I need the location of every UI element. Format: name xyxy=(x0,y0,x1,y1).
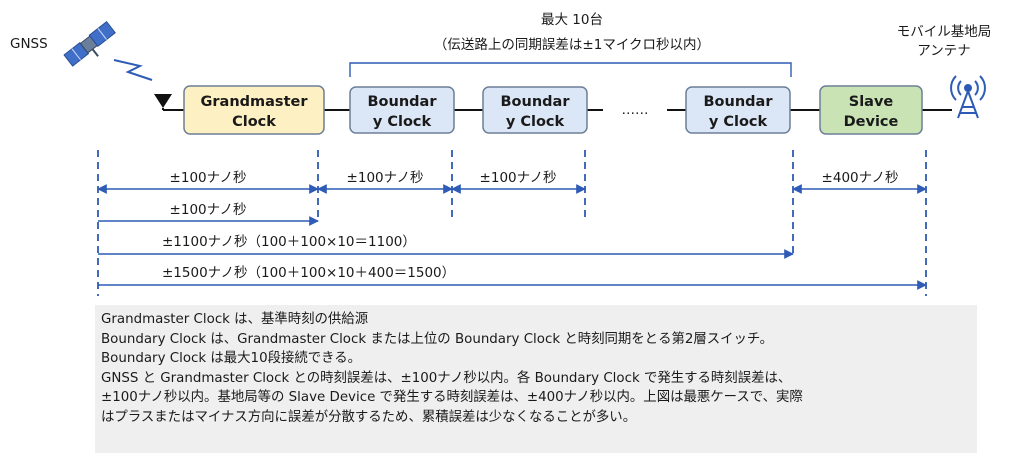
boundary-2-label-line1: Boundar xyxy=(501,94,571,110)
note-line-3: Boundary Clock は最大10段接続できる。 xyxy=(101,351,362,367)
boundary-1-label-line2: y Clock xyxy=(373,114,432,130)
antenna-label-line2: アンテナ xyxy=(917,43,970,59)
receiver-antenna-icon xyxy=(154,94,172,110)
slave-label-line2: Device xyxy=(844,114,899,130)
boundary-group-bracket xyxy=(349,62,792,77)
boundary-clock-node-2: Boundar y Clock xyxy=(482,86,588,134)
span-label-gm-bc1: ±100ナノ秒 xyxy=(347,170,424,186)
ellipsis: …… xyxy=(622,102,649,118)
slave-device-node: Slave Device xyxy=(819,85,923,135)
satellite-icon xyxy=(63,21,116,67)
note-line-1: Grandmaster Clock は、基準時刻の供給源 xyxy=(101,312,369,327)
group-title: 最大 10台 xyxy=(541,12,603,28)
ellipsis-mask xyxy=(603,100,667,118)
span-label-to-last-bc: ±1100ナノ秒（100＋100×10＝1100） xyxy=(162,234,416,250)
span-label-to-slave: ±1500ナノ秒（100＋100×10＋400＝1500） xyxy=(162,265,455,281)
boundary-2-label-line2: y Clock xyxy=(506,114,565,130)
grandmaster-label-line1: Grandmaster xyxy=(201,94,309,110)
boundary-3-label-line2: y Clock xyxy=(709,114,768,130)
network-diagram: GNSS 最大 10台 （伝送路上の同期誤差は±1マイクロ秒以内） Grandm… xyxy=(10,12,992,296)
gnss-label: GNSS xyxy=(10,36,48,52)
signal-zigzag-icon xyxy=(113,59,153,81)
boundary-3-label-line1: Boundar xyxy=(704,94,774,110)
boundary-1-label-line1: Boundar xyxy=(368,94,438,110)
span-label-gnss-gm-2: ±100ナノ秒 xyxy=(170,202,247,218)
note-line-4: GNSS と Grandmaster Clock との時刻誤差は、±100ナノ秒… xyxy=(101,370,792,386)
antenna-label-line1: モバイル基地局 xyxy=(897,23,992,40)
slave-label-line1: Slave xyxy=(849,94,894,110)
note-line-2: Boundary Clock は、Grandmaster Clock または上位… xyxy=(101,331,774,347)
note-line-6: はプラスまたはマイナス方向に誤差が分散するため、累積誤差は少なくなることが多い。 xyxy=(101,409,637,425)
span-label-bc-slave: ±400ナノ秒 xyxy=(822,170,899,186)
grandmaster-label-line2: Clock xyxy=(232,114,276,130)
explanation-box: Grandmaster Clock は、基準時刻の供給源 Boundary Cl… xyxy=(95,305,977,453)
base-station-antenna-icon xyxy=(950,75,986,119)
span-label-bc1-bc2: ±100ナノ秒 xyxy=(480,170,557,186)
boundary-clock-node-1: Boundar y Clock xyxy=(349,86,455,134)
note-line-5: ±100ナノ秒以内。基地局等の Slave Device で発生する時刻誤差は、… xyxy=(101,390,803,406)
grandmaster-clock-node: Grandmaster Clock xyxy=(183,85,325,135)
boundary-clock-node-3: Boundar y Clock xyxy=(685,86,791,134)
group-subtitle: （伝送路上の同期誤差は±1マイクロ秒以内） xyxy=(434,37,710,53)
span-label-gnss-gm: ±100ナノ秒 xyxy=(170,170,247,186)
